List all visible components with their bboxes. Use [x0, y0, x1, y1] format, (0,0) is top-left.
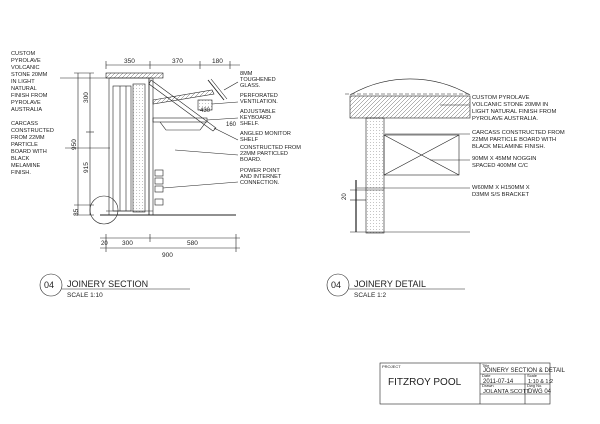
section-label-number: 04: [44, 280, 54, 290]
dim-bottom-580: 580: [187, 240, 198, 247]
project-name: FITZROY POOL: [388, 377, 462, 388]
dim-angle-430: 430: [200, 108, 211, 114]
date-caption: Date: [482, 373, 491, 378]
section-label-title: JOINERY SECTION: [67, 279, 148, 289]
dim-left-915: 915: [83, 162, 90, 173]
note-power: POWER POINT: [240, 168, 280, 174]
note-left-line: IN LIGHT: [11, 79, 35, 85]
note-power: AND INTERNET: [240, 174, 282, 180]
drawing-number: DWG 04: [528, 389, 552, 395]
detail-label-title: JOINERY DETAIL: [354, 279, 426, 289]
joinery-detail-drawing: [345, 78, 471, 234]
dim-top-180: 180: [212, 58, 223, 65]
drawing-title: JOINERY SECTION & DETAIL: [483, 368, 566, 374]
dim-left-300: 300: [83, 92, 90, 103]
section-label-scale: SCALE 1:10: [67, 292, 103, 299]
note-keyboard-shelf: ADJUSTABLE: [240, 109, 276, 115]
drawn-caption: Drawn: [482, 383, 494, 388]
label-lines: [39, 273, 465, 297]
note-power: CONNECTION.: [240, 180, 280, 186]
dim-left-950: 950: [71, 139, 78, 150]
dim-left-35: 35: [73, 208, 80, 216]
note-keyboard-shelf: KEYBOARD: [240, 115, 271, 121]
scale-caption: Scale: [527, 373, 538, 378]
note-left-line: PYROLAVE: [11, 100, 41, 106]
detail-note-carcass: 22MM PARTICLE BOARD WITH: [472, 137, 556, 143]
drawing-scale: 1:10 & 1:2: [528, 379, 553, 385]
note-left-line: FINISH.: [11, 170, 31, 176]
note-glass: GLASS.: [240, 83, 261, 89]
detail-note-carcass: BLACK MELAMINE FINISH.: [472, 144, 546, 150]
note-glass: 8MM: [240, 71, 253, 77]
drawn-by: JOLANTA SCOTT: [483, 389, 530, 395]
note-construction: 22MM PARTICLED: [240, 151, 288, 157]
note-left-line: PYROLAVE: [11, 58, 41, 64]
title-caption: Title: [482, 363, 490, 368]
dim-bottom-300: 300: [122, 240, 133, 247]
section-notes-right: 8MM TOUGHENED GLASS. PERFORATED VENTILAT…: [240, 71, 301, 186]
note-left-line: STONE 20MM: [11, 72, 48, 78]
note-left-line: FROM 22MM: [11, 135, 45, 141]
detail-label-number: 04: [331, 280, 341, 290]
detail-note-stone: VOLCANIC STONE 20MM IN: [472, 102, 548, 108]
dim-top-350: 350: [124, 58, 135, 65]
dwg-caption: Dwg No.: [527, 383, 542, 388]
note-left-line: AUSTRALIA: [11, 107, 42, 113]
note-left-line: VOLCANIC: [11, 65, 40, 71]
detail-note-bracket: D3MM S/S BRACKET: [472, 192, 529, 198]
dim-bottom-900: 900: [162, 252, 173, 259]
title-block: [379, 362, 551, 405]
note-monitor-shelf: ANGLED MONITOR: [240, 131, 291, 137]
dim-small-160: 160: [226, 122, 237, 128]
detail-note-stone: PYROLAVE AUSTRALIA.: [472, 116, 538, 122]
detail-note-noggin: SPACED 400MM C/C: [472, 163, 528, 169]
note-ventilation: PERFORATED: [240, 93, 278, 99]
detail-notes: CUSTOM PYROLAVE VOLCANIC STONE 20MM IN L…: [472, 95, 565, 198]
note-construction: BOARD.: [240, 157, 262, 163]
note-left-line: FINISH FROM: [11, 93, 48, 99]
note-ventilation: VENTILATION.: [240, 99, 278, 105]
detail-note-carcass: CARCASS CONSTRUCTED FROM: [472, 130, 565, 136]
section-notes-left: CUSTOM PYROLAVE VOLCANIC STONE 20MM IN L…: [11, 51, 54, 176]
note-left-line: PARTICLE: [11, 142, 38, 148]
note-glass: TOUGHENED: [240, 77, 276, 83]
note-left-line: CONSTRUCTED: [11, 128, 54, 134]
joinery-section-drawing: [60, 61, 240, 252]
note-left-line: CUSTOM: [11, 51, 35, 57]
project-caption: PROJECT: [382, 364, 401, 369]
note-left-line: MELAMINE: [11, 163, 40, 169]
detail-note-noggin: 90MM X 45MM NOGGIN: [472, 156, 536, 162]
note-left-line: CARCASS: [11, 121, 38, 127]
note-monitor-shelf: SHELF: [240, 137, 259, 143]
dim-bottom-20: 20: [101, 241, 108, 247]
note-left-line: BLACK: [11, 156, 30, 162]
detail-label-scale: SCALE 1:2: [354, 292, 387, 299]
detail-dim-20: 20: [342, 193, 348, 200]
note-construction: CONSTRUCTED FROM: [240, 145, 301, 151]
detail-note-stone: LIGHT NATURAL FINISH FROM: [472, 109, 556, 115]
dim-top-370: 370: [172, 58, 183, 65]
detail-note-bracket: W60MM X H150MM X: [472, 185, 530, 191]
drawing-date: 2011-07-14: [483, 379, 514, 385]
note-left-line: BOARD WITH: [11, 149, 47, 155]
note-keyboard-shelf: SHELF.: [240, 121, 259, 127]
detail-note-stone: CUSTOM PYROLAVE: [472, 95, 530, 101]
note-left-line: NATURAL: [11, 86, 37, 92]
